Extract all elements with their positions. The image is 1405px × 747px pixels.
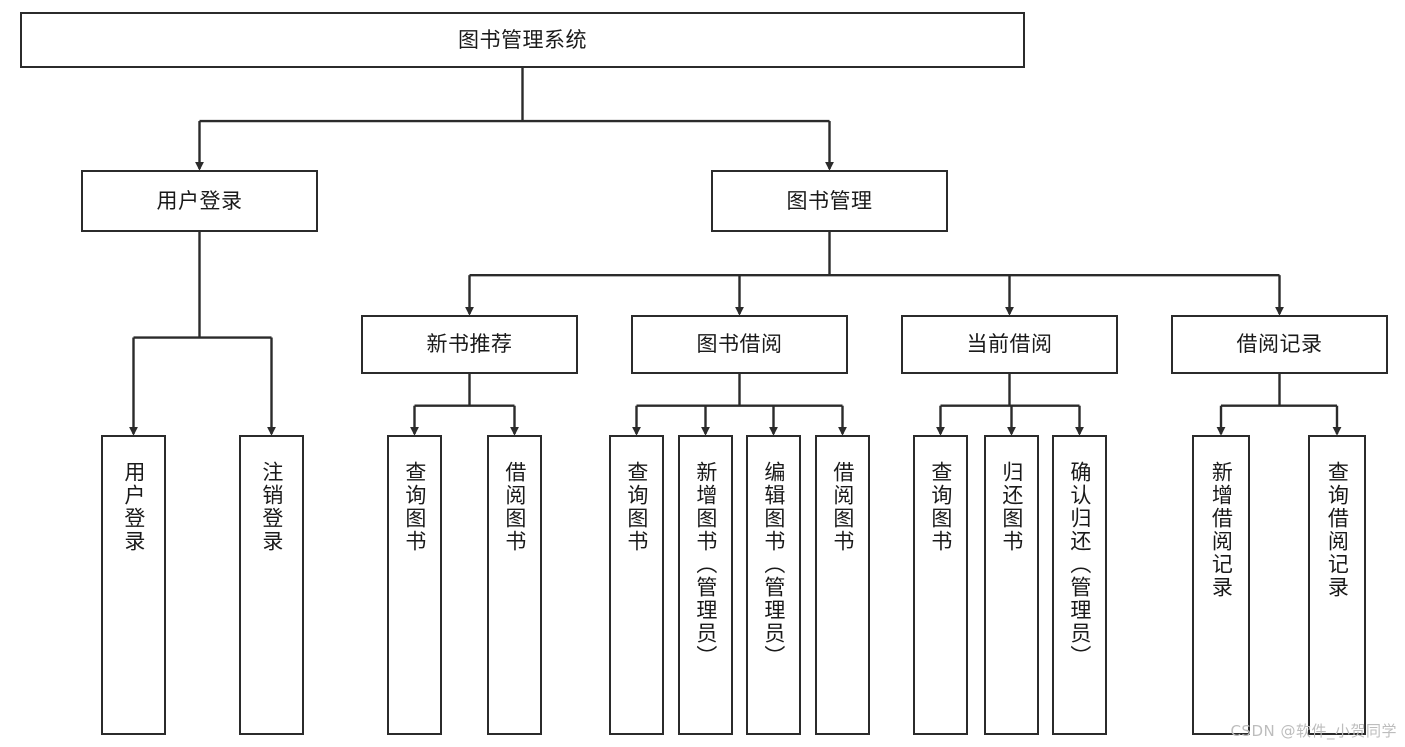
node-l8[interactable]: 借阅图书 [815, 435, 870, 735]
node-borrow[interactable]: 图书借阅 [631, 315, 848, 374]
node-label: 图书借阅 [696, 332, 783, 357]
node-label: 查询图书 [928, 461, 953, 553]
node-label: 图书管理 [786, 188, 873, 213]
node-l3[interactable]: 查询图书 [387, 435, 442, 735]
node-l4[interactable]: 借阅图书 [487, 435, 542, 735]
node-bookmgmt[interactable]: 图书管理 [711, 170, 948, 232]
node-label: 查询图书 [624, 461, 649, 553]
node-label: 确认归还（管理员） [1067, 461, 1092, 668]
node-l11[interactable]: 确认归还（管理员） [1052, 435, 1107, 735]
node-label: 查询借阅记录 [1325, 461, 1350, 599]
watermark-text: CSDN @软件_小贺同学 [1230, 722, 1397, 740]
node-label: 用户登录 [156, 188, 243, 213]
node-l10[interactable]: 归还图书 [984, 435, 1039, 735]
node-label: 借阅图书 [502, 461, 527, 553]
node-label: 注销登录 [259, 461, 284, 553]
node-l9[interactable]: 查询图书 [913, 435, 968, 735]
node-label: 新增借阅记录 [1209, 461, 1234, 599]
node-l12[interactable]: 新增借阅记录 [1192, 435, 1250, 735]
node-newbook[interactable]: 新书推荐 [361, 315, 578, 374]
node-l5[interactable]: 查询图书 [609, 435, 664, 735]
node-label: 当前借阅 [966, 332, 1053, 357]
node-label: 查询图书 [402, 461, 427, 553]
node-records[interactable]: 借阅记录 [1171, 315, 1388, 374]
node-l6[interactable]: 新增图书（管理员） [678, 435, 733, 735]
node-current[interactable]: 当前借阅 [901, 315, 1118, 374]
node-l1[interactable]: 用户登录 [101, 435, 166, 735]
node-label: 编辑图书（管理员） [761, 461, 786, 668]
node-root[interactable]: 图书管理系统 [20, 12, 1025, 68]
node-l13[interactable]: 查询借阅记录 [1308, 435, 1366, 735]
node-label: 新增图书（管理员） [693, 461, 718, 668]
node-label: 归还图书 [999, 461, 1024, 553]
node-label: 借阅图书 [830, 461, 855, 553]
node-label: 借阅记录 [1236, 332, 1323, 357]
node-label: 图书管理系统 [458, 27, 587, 52]
node-l2[interactable]: 注销登录 [239, 435, 304, 735]
node-l7[interactable]: 编辑图书（管理员） [746, 435, 801, 735]
node-label: 新书推荐 [426, 332, 513, 357]
node-login[interactable]: 用户登录 [81, 170, 318, 232]
node-label: 用户登录 [121, 461, 146, 553]
